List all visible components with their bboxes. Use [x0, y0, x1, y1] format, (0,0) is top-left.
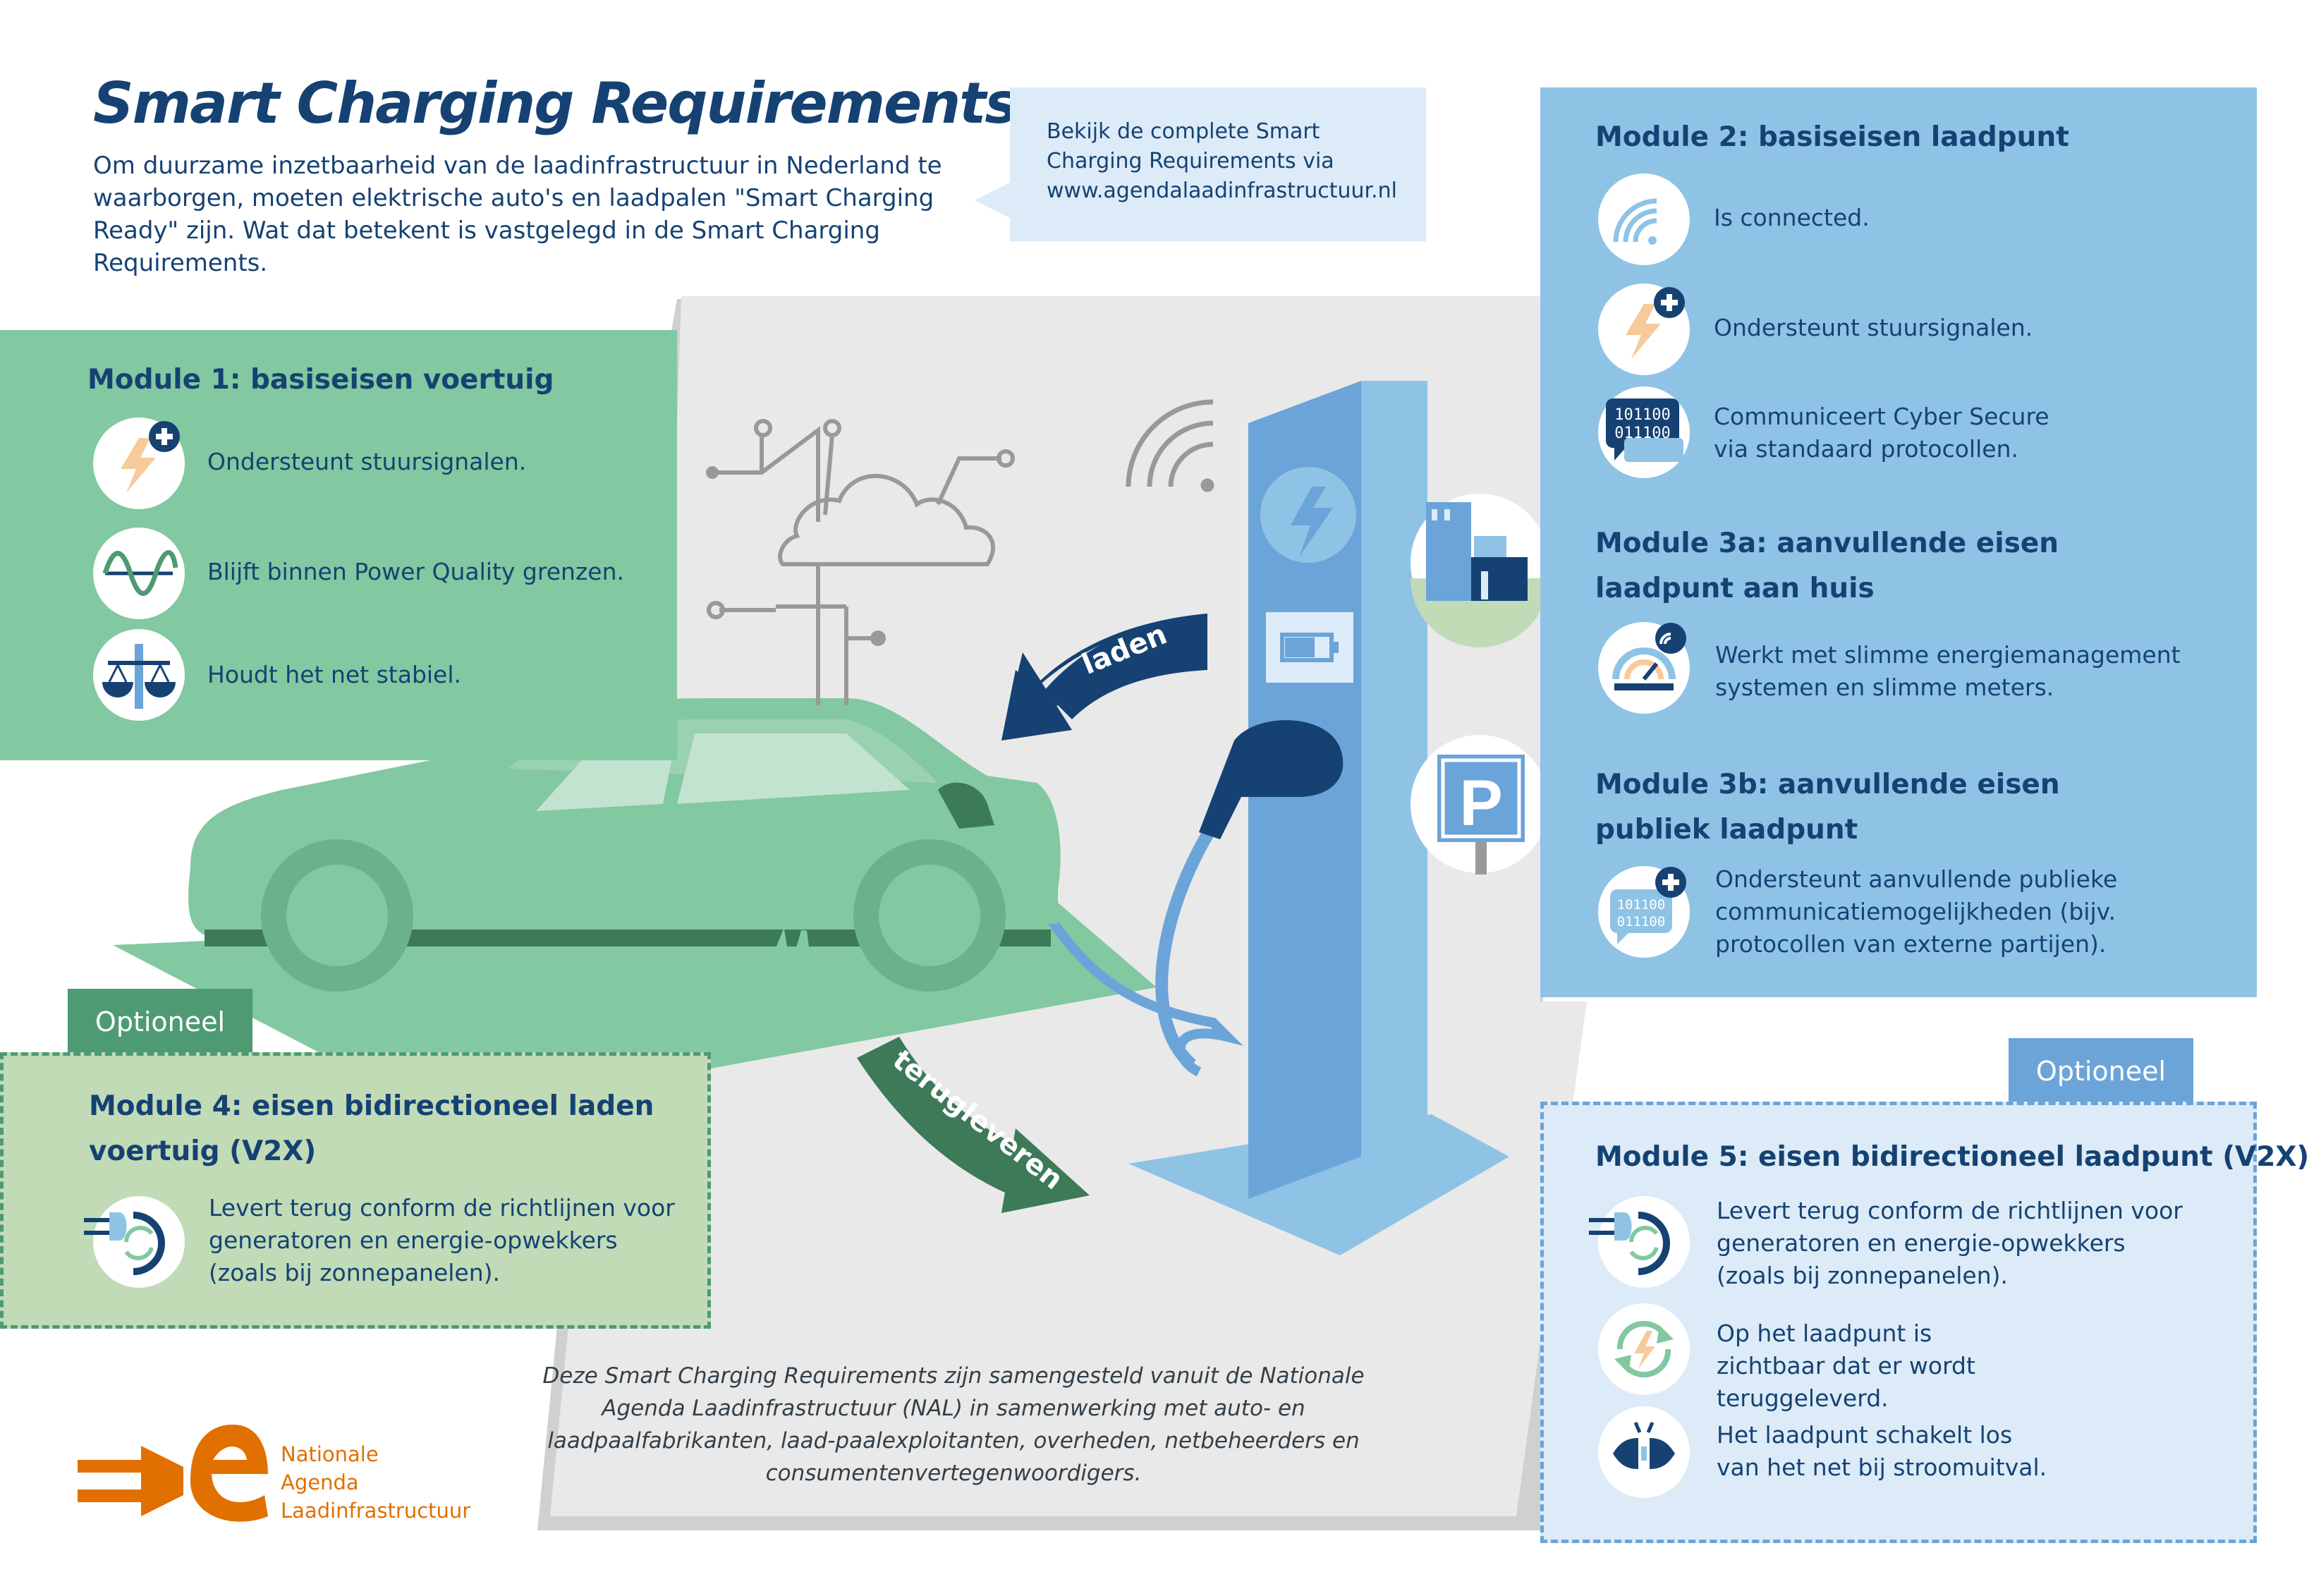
svg-text:011100: 011100	[1617, 914, 1666, 930]
plug-cycle-icon	[84, 1212, 165, 1275]
unplug-icon	[1613, 1422, 1675, 1469]
module-1-heading: Module 1: basiseisen voertuig	[87, 364, 554, 396]
pole-lightning-icon	[1291, 487, 1333, 557]
intro-text: Om duurzame inzetbaarheid van de laadinf…	[93, 152, 942, 277]
module-3b-heading-line2: publiek laadpunt	[1595, 814, 1858, 846]
arrow-laden	[1001, 614, 1207, 741]
cycle-lightning-icon	[1614, 1320, 1674, 1378]
module-5-item-2-text: Op het laadpunt is zichtbaar dat er word…	[1717, 1320, 1975, 1412]
car-window-rear	[677, 733, 910, 804]
module-2-item-1-icon-wrap	[1598, 173, 1690, 265]
module-4-heading-line1: Module 4: eisen bidirectioneel laden	[89, 1090, 654, 1122]
smart-meter-icon	[1612, 623, 1686, 690]
module-2-item-2-text: Ondersteunt stuursignalen.	[1714, 314, 2033, 341]
module-2-item-3-icon-wrap: 101100 011100	[1598, 386, 1690, 478]
svg-text:101100: 101100	[1614, 406, 1670, 424]
sine-wave-icon	[102, 550, 178, 596]
module-5-item-1-text: Levert terug conform de richtlijnen voor…	[1717, 1197, 2183, 1289]
callout-text: Bekijk de complete Smart Charging Requir…	[1047, 119, 1397, 203]
arrow-terugleveren-body	[857, 1037, 1044, 1202]
module-2-heading: Module 2: basiseisen laadpunt	[1595, 121, 2069, 153]
website-callout[interactable]: Bekijk de complete Smart Charging Requir…	[1010, 87, 1426, 241]
module-5-heading: Module 5: eisen bidirectioneel laadpunt …	[1595, 1141, 2309, 1173]
pole-wifi-icon	[1126, 399, 1214, 492]
callout-pointer	[975, 182, 1011, 219]
module-1-item-2-icon-wrap	[93, 528, 185, 619]
grass	[766, 927, 828, 1017]
plug-cycle-icon	[1589, 1212, 1670, 1275]
module-3a-heading-line2: laadpunt aan huis	[1595, 573, 1875, 604]
lightning-plus-icon	[1626, 287, 1685, 359]
module-1-item-2-text: Blijft binnen Power Quality grenzen.	[207, 558, 624, 585]
module-3a-item-1-icon-wrap	[1598, 622, 1690, 714]
home-building-icon	[1411, 494, 1549, 647]
module-3b-item-1-text: Ondersteunt aanvullende publieke communi…	[1715, 865, 2118, 958]
car-plug	[938, 782, 994, 829]
module-2-item-3-text: Communiceert Cyber Secure via standaard …	[1714, 403, 2049, 463]
binary-chat-icon: 101100 011100	[1606, 398, 1683, 462]
charger-nozzle	[1199, 720, 1344, 839]
svg-text:101100: 101100	[1617, 897, 1666, 913]
svg-text:P: P	[1459, 767, 1502, 839]
module-1-item-3-icon-wrap	[93, 629, 185, 721]
pole-cable	[1155, 822, 1219, 1070]
logo-line-2: Agenda	[281, 1470, 359, 1494]
module-1-item-1-icon-wrap	[93, 418, 185, 509]
parking-sign-icon: P	[1411, 735, 1549, 875]
binary-chat-plus-icon: 101100 011100	[1610, 867, 1686, 944]
wifi-icon	[1613, 198, 1657, 245]
module-5-item-2-icon-wrap	[1598, 1303, 1690, 1395]
module-5-optional-tag: Optioneel	[2009, 1038, 2193, 1104]
arrow-laden-head	[1001, 652, 1072, 741]
logo-line-3: Laadinfrastructuur	[281, 1499, 471, 1523]
module-2-item-2-icon-wrap	[1598, 284, 1690, 375]
pole-base	[1128, 1114, 1509, 1255]
module-3a-heading-line1: Module 3a: aanvullende eisen	[1595, 528, 2059, 559]
module-3b-heading-line1: Module 3b: aanvullende eisen	[1595, 769, 2060, 800]
module-4-optional-tag: Optioneel	[68, 989, 252, 1055]
scene-illustration: P	[78, 296, 1587, 1530]
cloud-network-icon	[706, 419, 1015, 705]
module-3b-item-1-icon-wrap: 101100 011100	[1598, 866, 1690, 958]
svg-text:011100: 011100	[1614, 425, 1670, 442]
nal-logo-icon	[78, 1425, 268, 1522]
pole-side	[1361, 381, 1427, 1157]
arrow-laden-body	[1044, 614, 1207, 719]
lightning-plus-icon	[121, 421, 180, 493]
charging-pole	[1199, 381, 1427, 1199]
module-1-item-1-text: Ondersteunt stuursignalen.	[207, 448, 527, 475]
module-5-item-3-icon-wrap	[1598, 1406, 1690, 1498]
nal-logo-text: Nationale Agenda Laadinfrastructuur	[281, 1440, 470, 1525]
balance-scale-icon	[102, 644, 176, 709]
module-5-item-3-text: Het laadpunt schakelt los van het net bi…	[1717, 1421, 2047, 1481]
page-title: Smart Charging Requirements	[93, 71, 1018, 136]
module-3a-item-1-text: Werkt met slimme energiemanagement syste…	[1715, 641, 2181, 701]
arrow-terugleveren-head	[1001, 1128, 1090, 1213]
footer-note: Deze Smart Charging Requirements zijn sa…	[542, 1363, 1365, 1486]
logo-line-1: Nationale	[281, 1442, 379, 1466]
module-4-heading-line2: voertuig (V2X)	[89, 1135, 317, 1167]
module-5-item-1-icon-wrap	[1589, 1196, 1690, 1288]
module-4-item-1-text: Levert terug conform de richtlijnen voor…	[209, 1194, 675, 1286]
module-4-item-1-icon-wrap	[84, 1196, 185, 1288]
module-1-item-3-text: Houdt het net stabiel.	[207, 661, 462, 688]
module-2-item-1-text: Is connected.	[1714, 204, 1870, 231]
